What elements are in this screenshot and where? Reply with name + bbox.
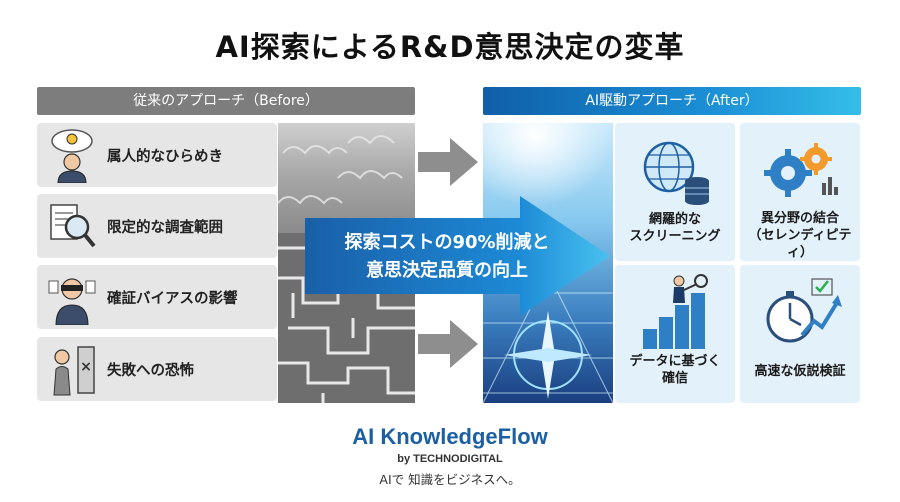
before-item-intuition: 属人的なひらめき — [37, 123, 277, 187]
magnifier-document-icon — [37, 194, 107, 258]
page-title: AI探索によるR&D意思決定の変革 — [215, 30, 685, 64]
svg-text:×: × — [80, 359, 92, 375]
gray-arrow-bottom-icon — [418, 320, 478, 368]
globe-database-icon — [615, 129, 735, 211]
after-item-serendipity: 異分野の結合 （セレンディピティ） — [740, 123, 860, 261]
person-climbing-chart-icon — [615, 271, 735, 353]
stopwatch-growth-icon — [740, 271, 860, 353]
central-arrow-line1: 探索コストの90%削減と — [344, 232, 550, 253]
after-item-label: 異分野の結合 （セレンディピティ） — [748, 211, 852, 260]
after-item-rapid-validation: 高速な仮説検証 — [740, 265, 860, 403]
before-header: 従来のアプローチ（Before） — [37, 87, 415, 115]
gray-arrow-top-icon — [418, 138, 478, 186]
clouds-illustration — [278, 123, 415, 233]
after-item-screening: 網羅的な スクリーニング — [615, 123, 735, 261]
before-item-label: 失敗への恐怖 — [107, 362, 194, 379]
after-item-label: データに基づく 確信 — [629, 354, 721, 386]
blindfolded-person-icon — [37, 265, 107, 329]
before-item-label: 属人的なひらめき — [107, 148, 223, 165]
before-item-label: 確証バイアスの影響 — [107, 290, 238, 307]
after-item-label: 高速な仮説検証 — [754, 364, 846, 379]
before-item-limited-scope: 限定的な調査範囲 — [37, 194, 277, 258]
central-arrow-line2: 意思決定品質の向上 — [366, 260, 528, 281]
fearful-person-icon: × — [37, 337, 107, 401]
before-item-confirmation-bias: 確証バイアスの影響 — [37, 265, 277, 329]
after-header: AI駆動アプローチ（After） — [483, 87, 861, 115]
before-item-label: 限定的な調査範囲 — [107, 219, 223, 236]
central-arrow-icon — [305, 196, 610, 316]
brand-logo: AI KnowledgeFlow — [352, 424, 548, 449]
central-arrow-text: 探索コストの90%削減と 意思決定品質の向上 — [322, 229, 572, 285]
brand-byline: by TECHNODIGITAL — [397, 453, 503, 465]
gears-icon — [740, 129, 860, 210]
before-item-fear-of-failure: × 失敗への恐怖 — [37, 337, 277, 401]
after-item-label: 網羅的な スクリーニング — [629, 212, 721, 244]
brand-tagline: AIで 知識をビジネスへ。 — [379, 472, 521, 487]
after-item-data-confidence: データに基づく 確信 — [615, 265, 735, 403]
thinking-person-icon — [37, 123, 107, 187]
